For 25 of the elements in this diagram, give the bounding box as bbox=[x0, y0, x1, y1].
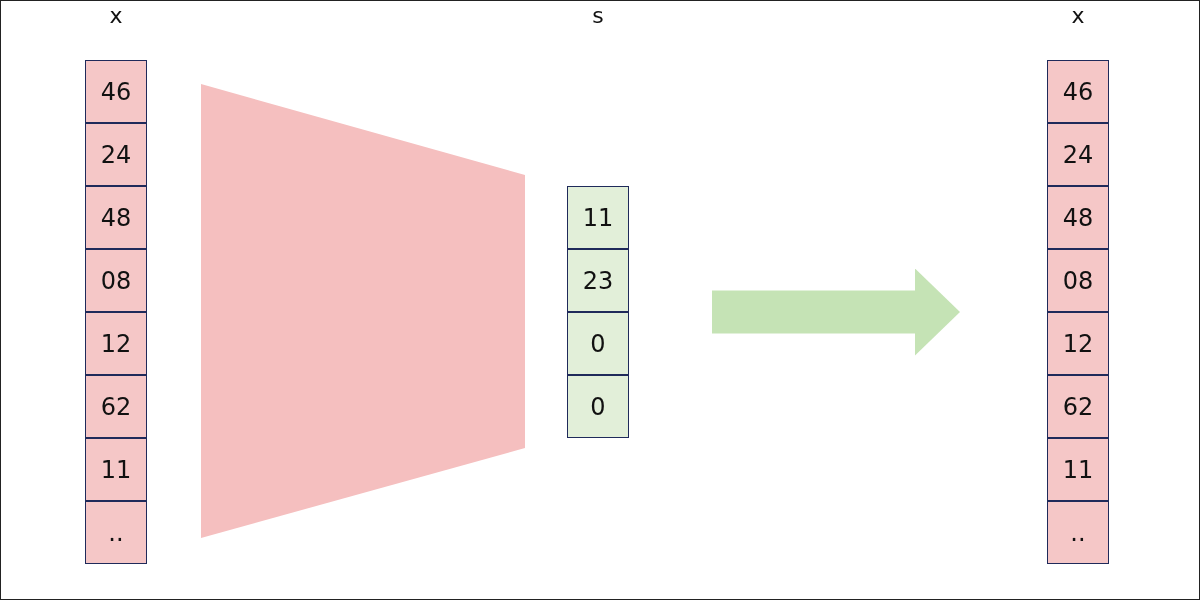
encoder-trapezoid bbox=[201, 84, 525, 538]
vector-label: x bbox=[1070, 3, 1086, 28]
value-cell: 08 bbox=[1047, 249, 1109, 312]
value-cell: .. bbox=[1047, 501, 1109, 564]
value-cell: 48 bbox=[85, 186, 147, 249]
value-cell: 24 bbox=[1047, 123, 1109, 186]
value-cell: 46 bbox=[85, 60, 147, 123]
value-cell: 11 bbox=[85, 438, 147, 501]
value-cell: 12 bbox=[85, 312, 147, 375]
value-cell: 62 bbox=[85, 375, 147, 438]
vector-label: s bbox=[591, 3, 605, 28]
value-cell: 11 bbox=[567, 186, 629, 249]
value-cell: 24 bbox=[85, 123, 147, 186]
value-cell: 08 bbox=[85, 249, 147, 312]
value-cell: 23 bbox=[567, 249, 629, 312]
vector-label: x bbox=[108, 3, 124, 28]
value-cell: .. bbox=[85, 501, 147, 564]
value-cell: 62 bbox=[1047, 375, 1109, 438]
value-cell: 0 bbox=[567, 375, 629, 438]
value-cell: 11 bbox=[1047, 438, 1109, 501]
block-arrow bbox=[712, 268, 960, 356]
value-cell: 48 bbox=[1047, 186, 1109, 249]
value-cell: 12 bbox=[1047, 312, 1109, 375]
value-cell: 46 bbox=[1047, 60, 1109, 123]
value-cell: 0 bbox=[567, 312, 629, 375]
